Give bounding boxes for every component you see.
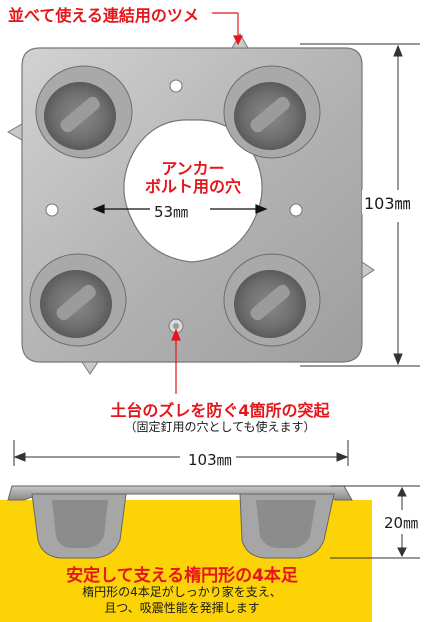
horizontal-dimension-line <box>13 440 349 466</box>
feature-description: 楕円形の4本足がしっかり家を支え、 且つ、吸震性能を発揮します <box>12 584 352 616</box>
hole-width-label: 53㎜ <box>154 203 189 221</box>
ridges-title: 土台のズレを防ぐ4箇所の突起 <box>110 401 330 420</box>
foot-height-label: 20㎜ <box>382 512 421 533</box>
connector-callout-line <box>212 12 243 46</box>
height-dimension-line <box>330 485 420 559</box>
plate-height-label: 103㎜ <box>362 190 413 214</box>
anchor-hole-text: アンカー ボルト用の穴 <box>144 159 241 196</box>
feature-desc-line-1: 楕円形の4本足がしっかり家を支え、 <box>82 585 282 599</box>
plate-top-view <box>6 32 375 375</box>
plate-side-view <box>7 485 353 559</box>
vertical-dimension-line <box>300 43 420 367</box>
feature-desc-line-2: 且つ、吸震性能を発揮します <box>104 601 260 615</box>
hole-dimension-line <box>92 204 268 214</box>
plate-width-label: 103㎜ <box>184 449 236 470</box>
connector-tab-label: 並べて使える連結用のツメ <box>8 6 199 25</box>
ridge-callout-line <box>171 328 181 394</box>
anchor-hole-label: アンカー ボルト用の穴 <box>118 160 268 196</box>
ridges-note: （固定釘用の穴としても使えます） <box>124 420 316 434</box>
feature-title: 安定して支える楕円形の4本足 <box>66 566 298 586</box>
